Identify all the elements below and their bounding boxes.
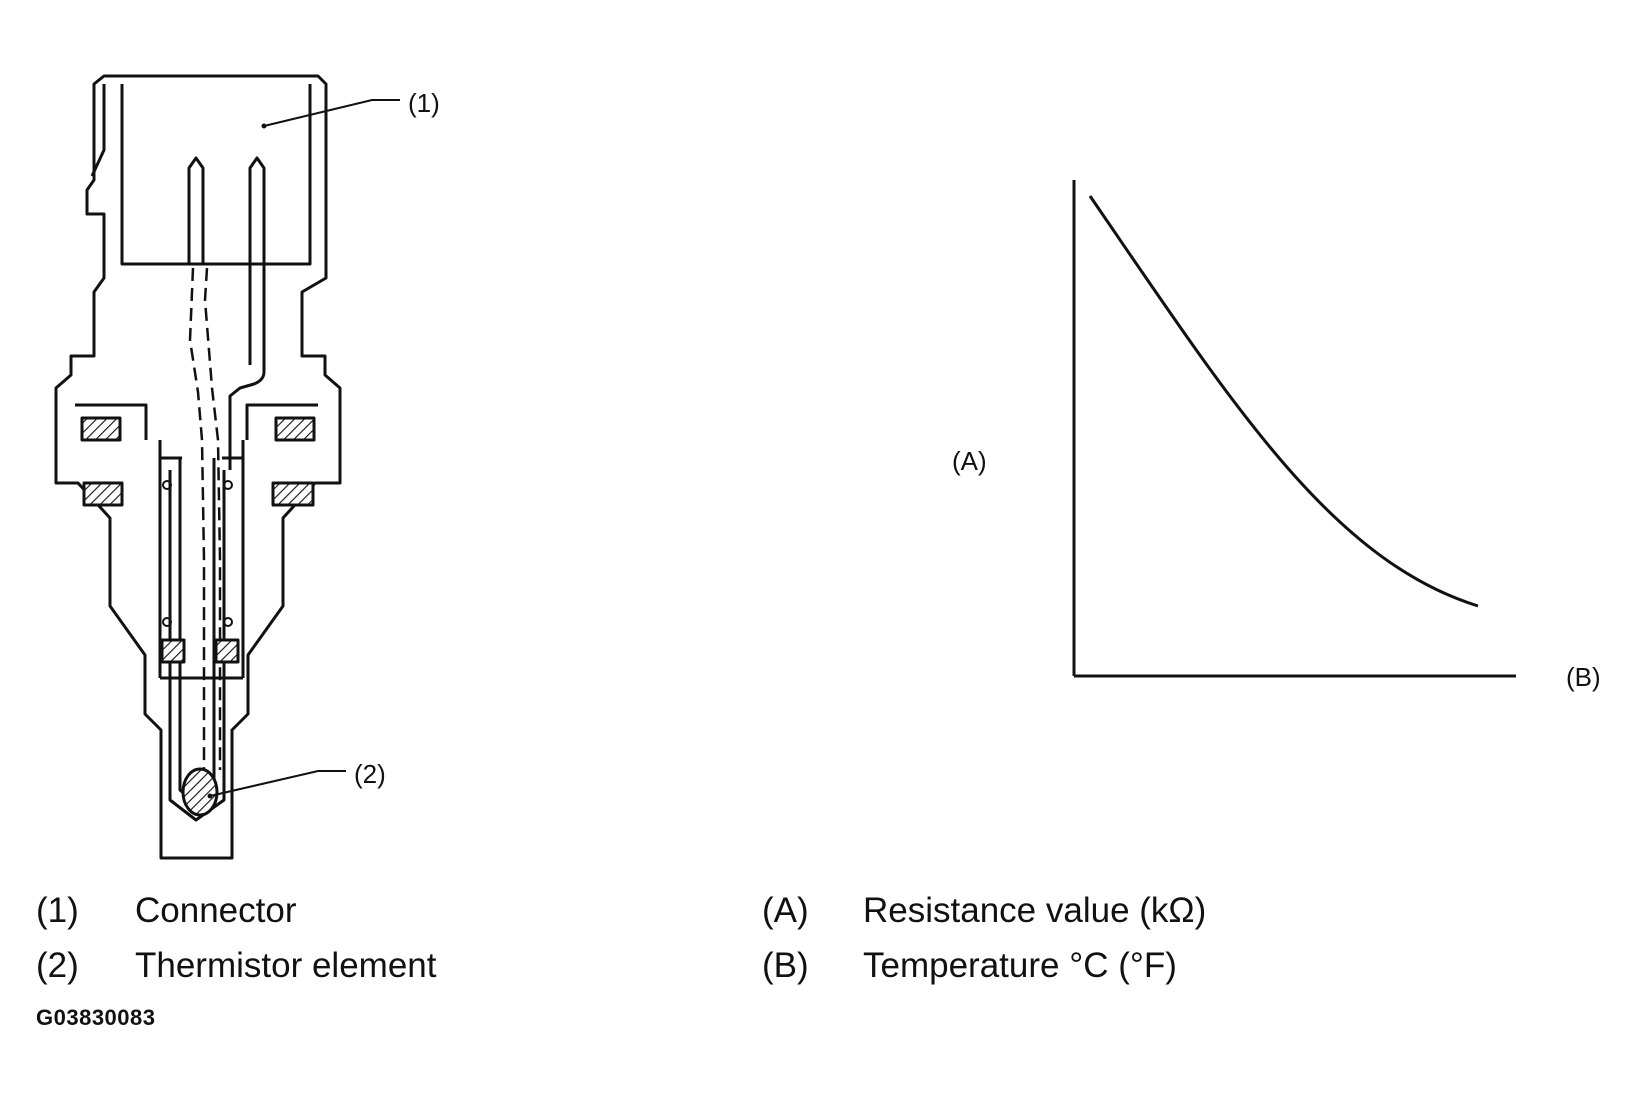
terminal-pin-right [228, 156, 266, 470]
o-ring [223, 617, 233, 627]
sensor-cross-section [54, 74, 342, 860]
o-ring [223, 480, 233, 490]
terminal-pin-left [187, 156, 205, 264]
seal-washer [82, 481, 124, 507]
legend-desc: Temperature °C (°F) [863, 946, 1177, 985]
callout-2: (2) [207, 759, 386, 799]
sensor-body-outline [54, 74, 342, 860]
seal-washer [80, 416, 122, 442]
characteristic-graph: (A) (B) [952, 180, 1601, 692]
callout-1-label: (1) [408, 88, 440, 118]
figure-code: G03830083 [36, 1005, 156, 1030]
legend-key: (1) [36, 891, 79, 930]
x-axis-key: (B) [1566, 662, 1601, 692]
connector-latch [90, 84, 106, 180]
seal-washer [214, 638, 240, 664]
inner-shoulder [75, 403, 318, 440]
seal-washer [274, 416, 316, 442]
legend-desc: Connector [135, 891, 297, 930]
o-ring [162, 617, 172, 627]
resistance-curve [1088, 195, 1479, 608]
thermistor-element [181, 767, 219, 817]
legend-desc: Resistance value (kΩ) [863, 891, 1207, 930]
legend-key: (A) [762, 891, 809, 930]
legend-key: (2) [36, 946, 79, 985]
connector-cavity [120, 84, 312, 266]
seal-washer [271, 481, 315, 507]
y-axis-key: (A) [952, 446, 987, 476]
lead-wire-dashed [188, 267, 222, 770]
legend-desc: Thermistor element [135, 946, 437, 985]
legend-key: (B) [762, 946, 809, 985]
callout-2-label: (2) [354, 759, 386, 789]
callout-1: (1) [261, 88, 440, 129]
seal-washer [160, 638, 186, 664]
o-ring [162, 480, 172, 490]
